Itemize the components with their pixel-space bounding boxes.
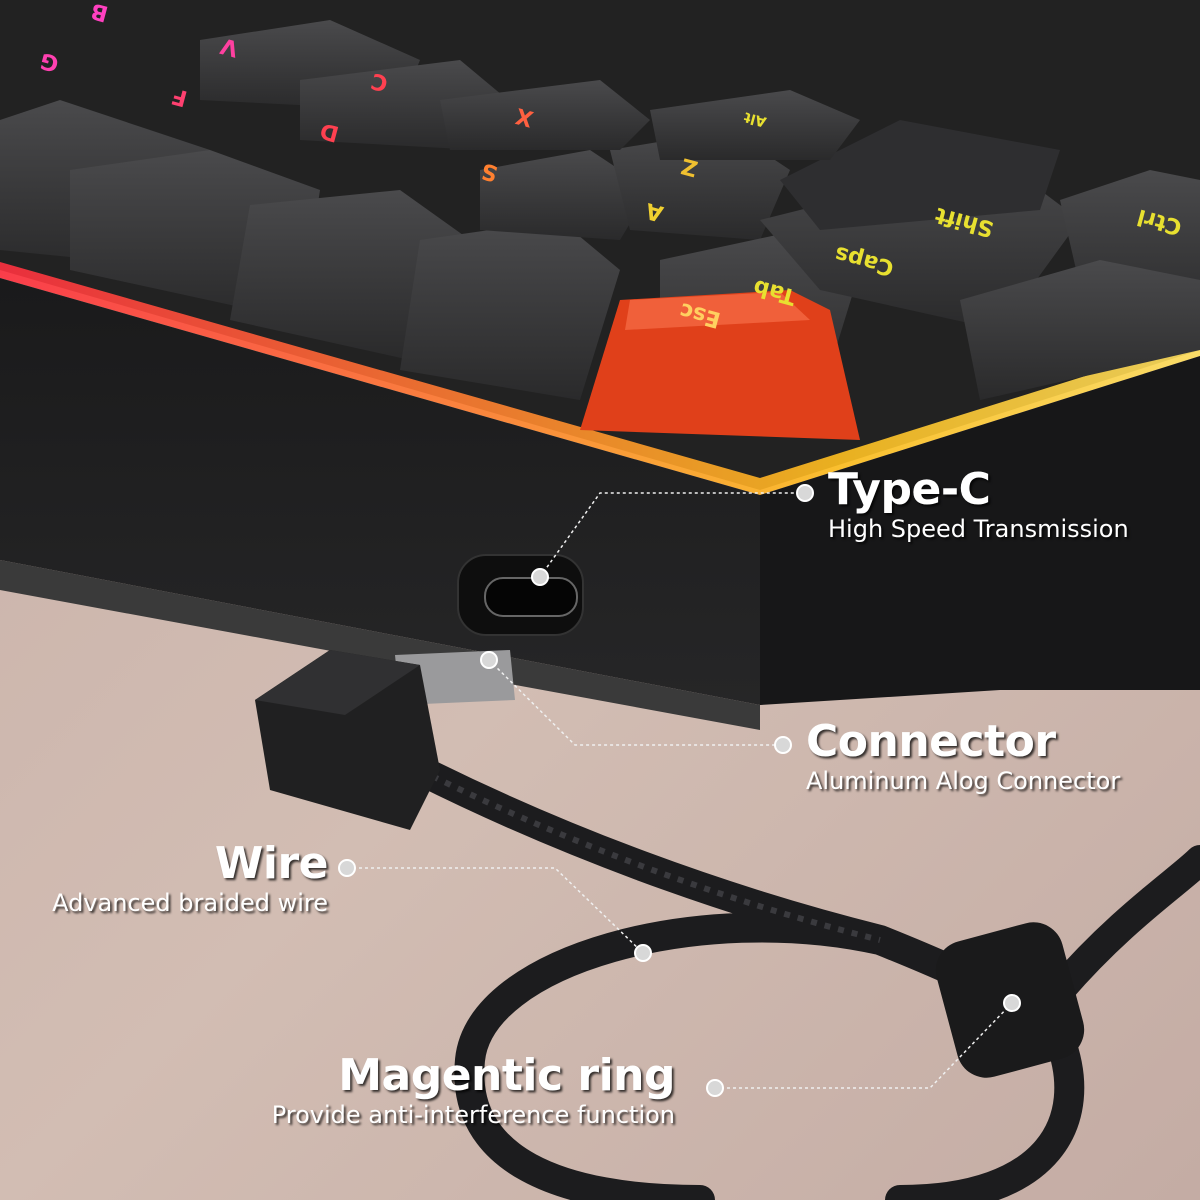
usb-c-port xyxy=(484,577,578,617)
keyboard-side-face xyxy=(760,356,1200,705)
key-legend-s: S xyxy=(479,157,501,185)
dot-icon xyxy=(634,944,652,962)
dot-icon xyxy=(480,651,498,669)
key-legend-b: B xyxy=(88,0,111,26)
key-legend-g: G xyxy=(38,47,62,76)
dot-icon xyxy=(796,484,814,502)
dot-icon xyxy=(531,568,549,586)
connector-housing-top xyxy=(255,650,420,715)
key-legend-x: X xyxy=(513,102,536,131)
callout-subtitle: Advanced braided wire xyxy=(52,889,328,917)
key-legend-v: V xyxy=(218,32,241,61)
callout-subtitle: High Speed Transmission xyxy=(828,515,1129,543)
callout-title: Magentic ring xyxy=(338,1050,675,1101)
callout-title: Wire xyxy=(214,838,329,889)
key-legend-c: C xyxy=(369,67,391,95)
backlight-strip xyxy=(0,262,1200,495)
key-legend-f: F xyxy=(169,82,190,110)
leader-lines xyxy=(347,492,1013,1089)
callout-magnetic-ring: Magentic ring Provide anti-interference … xyxy=(271,1050,676,1130)
key-legend-alt: Alt xyxy=(742,108,768,129)
callout-type-c: Type-C High Speed Transmission xyxy=(828,466,1129,544)
keyboard-bottom-chamfer xyxy=(0,560,760,730)
key-legend-z: Z xyxy=(679,152,701,180)
callout-title: Type-C xyxy=(828,464,991,515)
callout-title: Connector xyxy=(806,716,1056,767)
cable-braid-highlight xyxy=(418,767,881,943)
keycaps xyxy=(0,20,1200,440)
callout-connector: Connector Aluminum Alog Connector xyxy=(806,718,1120,796)
dot-icon xyxy=(1003,994,1021,1012)
dot-icon xyxy=(706,1079,724,1097)
callout-subtitle: Aluminum Alog Connector xyxy=(806,767,1121,795)
dot-icon xyxy=(338,859,356,877)
callout-subtitle: Provide anti-interference function xyxy=(271,1101,675,1129)
dot-icon xyxy=(774,736,792,754)
callout-wire: Wire Advanced braided wire xyxy=(52,840,328,918)
key-legend-a: A xyxy=(643,197,666,226)
callout-dots xyxy=(338,484,1021,1097)
